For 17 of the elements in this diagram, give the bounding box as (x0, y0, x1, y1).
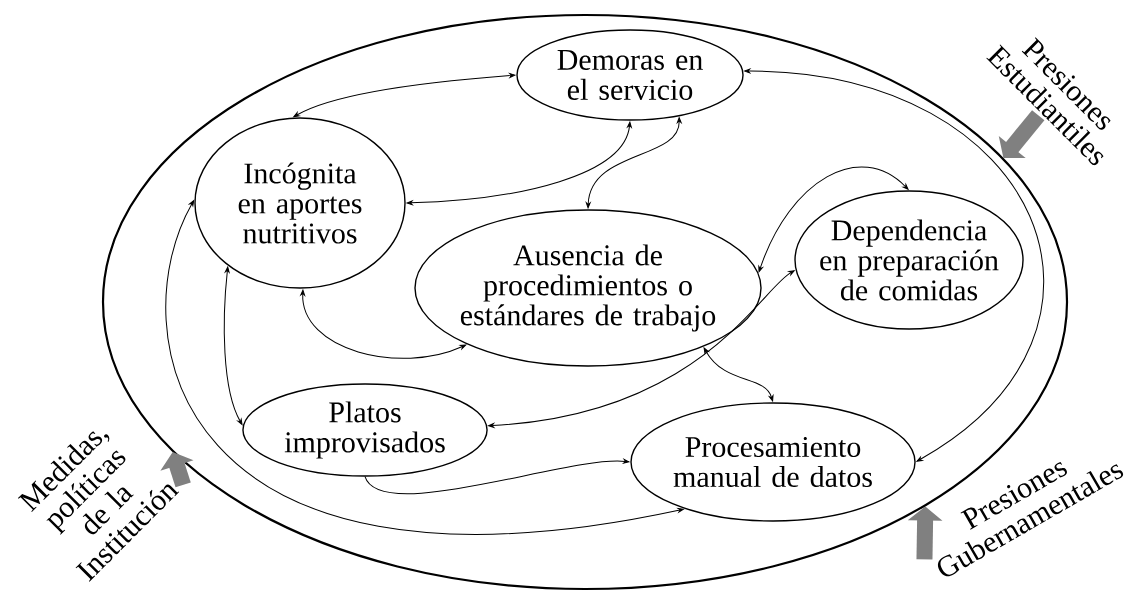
ellipse-node: Demoras en el servicio (516, 29, 744, 121)
arrow (300, 289, 467, 359)
arrow (585, 117, 682, 209)
ellipse-node: Ausencia de procedimientos o estándares de trabajo (414, 209, 762, 367)
ellipse-node: Incógnita en aportes nutritivos (194, 117, 406, 289)
arrow (744, 68, 1044, 462)
ellipse-node: Dependencia en preparación de comidas (794, 190, 1024, 330)
ellipse-node: Platos improvisados (242, 383, 488, 477)
arrow (406, 121, 632, 206)
arrow (223, 266, 243, 425)
ellipse-node: Procesamiento manual de datos (630, 402, 916, 522)
arrow (703, 347, 774, 402)
arrow (488, 270, 795, 428)
arrow (293, 73, 516, 118)
arrow (758, 166, 909, 273)
arrow (165, 200, 684, 535)
arrow (364, 458, 630, 495)
